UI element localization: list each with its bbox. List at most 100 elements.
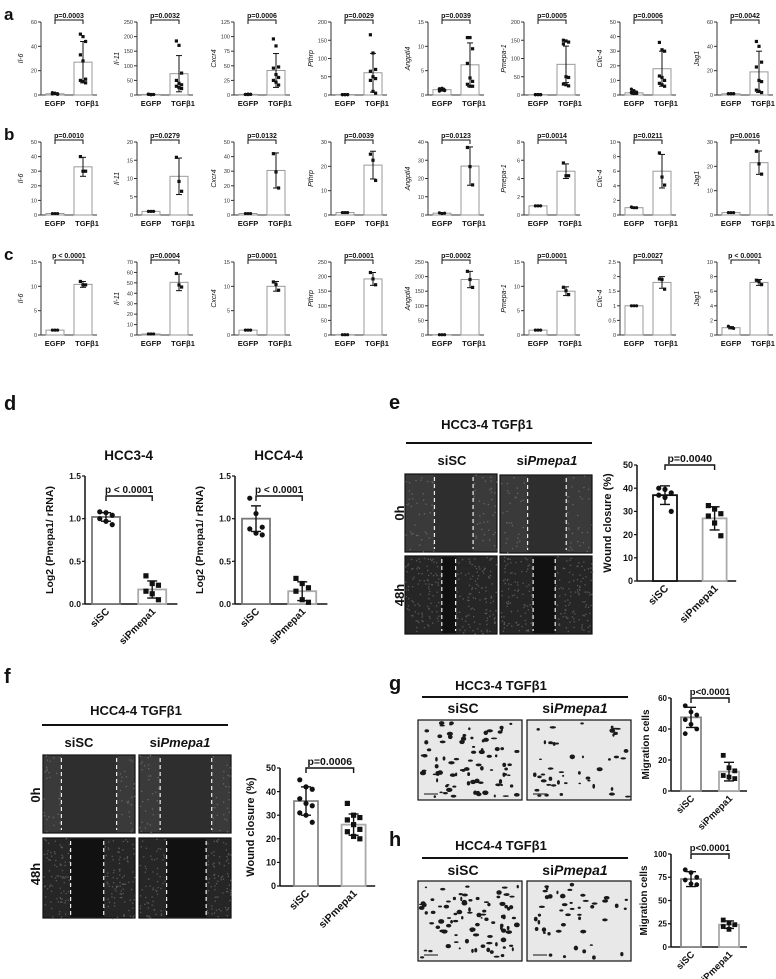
cell-texture [67,876,69,878]
migrated-cell [424,740,429,745]
migrated-cell [509,784,514,788]
cell-texture [570,591,572,593]
y-tick-label: 10 [31,284,37,290]
cell-texture [482,572,485,574]
cell-texture [511,547,514,550]
cell-texture [61,869,64,872]
p-value: p=0.0005 [537,13,567,20]
migrated-cell [495,783,502,787]
cell-texture [207,890,210,892]
migrated-cell [537,775,542,779]
cell-texture [416,626,418,629]
y-tick-label: 0.5 [608,318,616,324]
data-point [561,161,565,165]
cell-texture [487,576,490,578]
cell-texture [48,771,50,774]
cell-texture [507,583,510,585]
data-point [149,332,153,336]
cell-texture [407,605,410,607]
cell-texture [111,896,113,898]
cell-texture [511,625,513,627]
data-point [174,271,178,276]
cell-texture [120,893,123,895]
cell-texture [44,771,46,773]
data-point [668,508,674,514]
cell-texture [431,504,433,506]
y-tick-label: 200 [511,20,520,26]
cell-texture [227,907,230,909]
cell-texture [113,905,116,907]
cell-texture [406,608,409,610]
cell-texture [150,831,152,833]
cell-texture [59,863,62,865]
y-tick-label: 2.5 [608,260,616,266]
cell-texture [121,813,123,816]
cell-texture [476,523,479,525]
cell-texture [469,593,472,595]
cell-texture [211,905,213,907]
cell-texture [455,612,458,614]
cell-texture [225,860,228,862]
cell-texture [492,514,494,516]
migrated-cell [475,763,482,767]
cell-texture [229,767,231,769]
data-point [564,39,568,43]
y-tick-label: 5 [517,309,520,315]
cell-texture [121,776,123,779]
data-point [297,777,303,783]
y-tick-label: 50 [224,140,230,146]
data-point [274,282,278,286]
cell-texture [517,537,519,539]
cell-texture [437,582,439,584]
data-point [374,67,378,72]
cell-texture [218,908,220,911]
data-point [297,810,303,816]
migrated-cell [503,773,508,776]
micrograph-e-sipmepa1-48h [499,555,594,635]
cell-texture [62,876,64,878]
y-tick-label: 8 [613,155,616,161]
cell-texture [431,584,434,586]
significance-bracket [633,139,663,144]
cell-texture [579,589,581,591]
migrated-cell [620,757,627,760]
migrated-cell [590,904,595,909]
cell-texture [123,915,125,917]
y-tick-label: 30 [707,140,713,146]
y-tick-label: 20 [266,834,276,844]
data-point [56,211,60,216]
cell-texture [464,620,467,622]
cell-texture [219,863,221,865]
cell-texture [508,602,510,605]
migrated-cell [480,913,487,916]
cell-texture [510,583,512,586]
cell-texture [156,873,158,875]
cell-texture [134,895,136,897]
migrated-cell [541,927,547,933]
x-tick-label: TGFβ1 [654,99,678,108]
migrated-cell [465,885,470,888]
migrated-cell [483,737,489,742]
cell-texture [409,531,412,533]
cell-texture [147,756,150,759]
cell-texture [492,613,494,616]
migrated-cell [556,780,560,785]
migrated-cell [486,941,493,945]
cell-texture [429,558,432,561]
bar [73,283,93,336]
data-point [567,174,571,178]
cell-texture [211,908,213,910]
cell-texture [494,545,496,547]
y-tick-label: 0 [421,213,424,219]
cell-texture [214,889,216,891]
cell-texture [516,596,518,599]
cell-texture [462,632,465,634]
cell-texture [486,631,488,633]
cell-texture [504,532,506,534]
cell-texture [58,913,60,915]
cell-texture [466,615,468,617]
cell-texture [456,617,459,620]
significance-bracket [344,259,374,264]
cell-texture [151,808,154,810]
cell-texture [526,605,529,607]
